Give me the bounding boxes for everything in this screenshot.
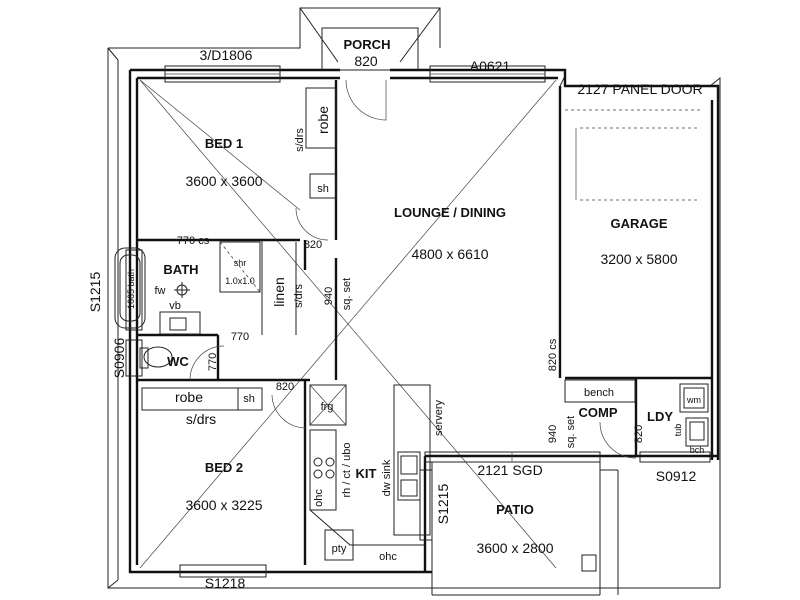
shower-label: shr [234,258,247,268]
wm-label: wm [686,395,701,405]
tub-label: tub [673,424,683,437]
rh-ct-ubo-label: rh / ct / ubo [341,442,353,497]
cs-770-label: 770 cs [177,235,210,247]
kit-name: KIT [356,466,377,481]
bed1-name: BED 1 [205,136,243,151]
sdrs-linen-label: s/drs [293,284,305,308]
robe-label-bed1: robe [315,106,331,134]
bath-fixture-label: 1665 bath [126,269,136,309]
window-label-s0906: S0906 [111,338,127,379]
door-940-comp: 940 [547,425,559,443]
lounge-name: LOUNGE / DINING [394,205,506,220]
dw-sink-label: dw sink [381,459,393,496]
door-820-bed1: 820 [304,239,322,251]
patio-size: 3600 x 2800 [476,540,553,556]
sgd-label: 2121 SGD [477,462,542,478]
kitchen-bench [393,384,431,536]
comp-name: COMP [579,405,618,420]
window-label-s0912: S0912 [656,468,697,484]
roof-outline [107,7,721,589]
porch-walls [321,27,419,71]
laundry-tub [685,417,709,447]
linen-label: linen [271,277,287,307]
wc-name: WC [167,354,189,369]
window-label-s1215-left: S1215 [87,272,103,313]
door-770-wc: 770 [207,353,219,371]
window-label-top-right: A0621 [470,58,511,74]
shower-1 [309,173,337,199]
window-label-s1215-kit: S1215 [435,484,451,525]
door-820-bed2: 820 [276,381,294,393]
sdrs-label-bed2: s/drs [186,411,216,427]
ohc-label-left: ohc [313,489,325,507]
robe-label-bed2: robe [175,389,203,405]
window-label-s1218: S1218 [205,575,246,591]
bench-label: bench [584,387,614,399]
kitchen-sink [397,451,421,501]
patio-name: PATIO [496,502,534,517]
fridge [309,384,347,426]
bed1-size: 3600 x 3600 [185,173,262,189]
internal-walls [137,80,718,596]
vb-label: vb [169,300,181,312]
shower-size: 1.0x1.0 [225,276,255,286]
windows [125,65,711,578]
bch-label: bch [690,445,705,455]
ldy-name: LDY [647,409,673,424]
sq-set-comp-label: sq. set [565,416,577,448]
sh-label-bed2: sh [243,393,255,405]
door-770-bath: 770 [231,331,249,343]
roof-hip-lines [139,79,557,569]
washing-machine [679,383,709,413]
lounge-size: 4800 x 6610 [411,246,488,262]
sh-label-bed1: sh [317,183,329,195]
bed2-name: BED 2 [205,460,243,475]
bed2-size: 3600 x 3225 [185,497,262,513]
door-820-ldy: 820 [633,425,645,443]
shower [219,241,261,293]
comp-bench [564,379,636,403]
doors [189,79,700,459]
garage-name: GARAGE [610,216,667,231]
bath-name: BATH [163,262,198,277]
sq-set-940-label: 940 [323,287,335,305]
toilet [143,346,173,368]
external-walls [128,68,720,574]
sdrs-label-bed1: s/drs [294,128,306,152]
window-label-top-left: 3/D1806 [200,47,253,63]
sq-set-label: sq. set [341,278,353,310]
fridge-label: frg [321,401,334,413]
bath-tub [114,247,146,329]
fixtures [114,87,709,572]
panel-door-label: 2127 PANEL DOOR [577,81,702,97]
servery-label: servery [433,399,445,436]
cs-820-label: 820 cs [547,338,559,371]
garage-size: 3200 x 5800 [600,251,677,267]
ohc-label-bottom: ohc [379,551,397,563]
pantry-label: pty [332,543,347,555]
vanity-basin [159,311,201,335]
fw-label: fw [155,285,166,297]
porch-name: PORCH [344,37,391,52]
porch-size: 820 [354,53,378,69]
